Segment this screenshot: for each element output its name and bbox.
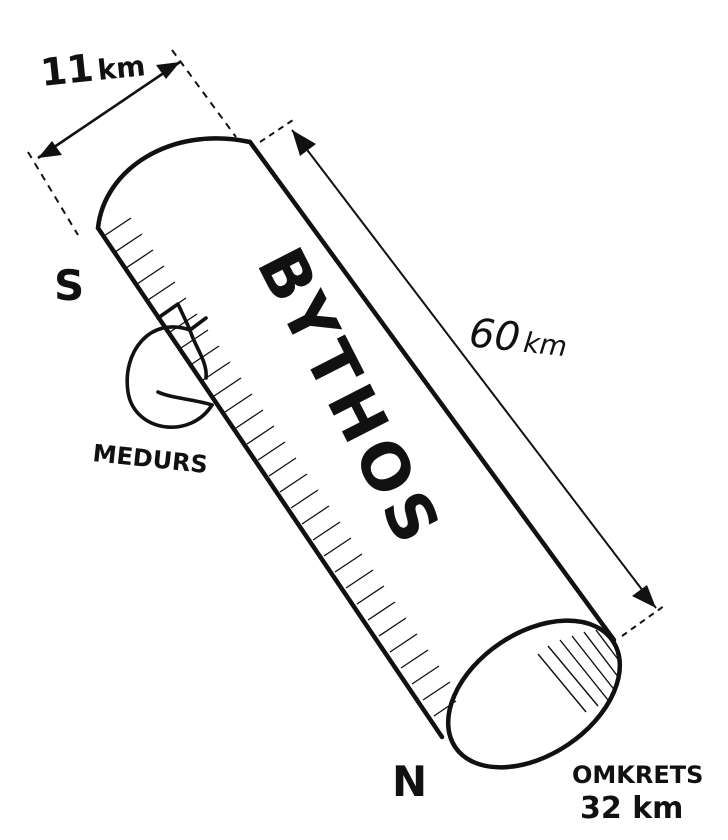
circumference-label: OMKRETS bbox=[572, 761, 703, 789]
rotation-label: MEDURS bbox=[91, 439, 209, 479]
north-label: N bbox=[392, 757, 427, 806]
width-label: 11km bbox=[38, 40, 147, 95]
width-dimension bbox=[27, 49, 237, 236]
cylinder-end-cap bbox=[445, 618, 623, 770]
cap-shading bbox=[537, 629, 627, 713]
rotation-arrow-icon bbox=[125, 302, 214, 429]
length-label: 60km bbox=[467, 310, 570, 366]
south-label: S bbox=[54, 261, 84, 310]
length-dimension bbox=[259, 117, 665, 637]
circumference-value: 32 km bbox=[580, 791, 683, 826]
cylinder-name: BYTHOS bbox=[242, 237, 456, 560]
cylinder-outline bbox=[95, 136, 617, 740]
